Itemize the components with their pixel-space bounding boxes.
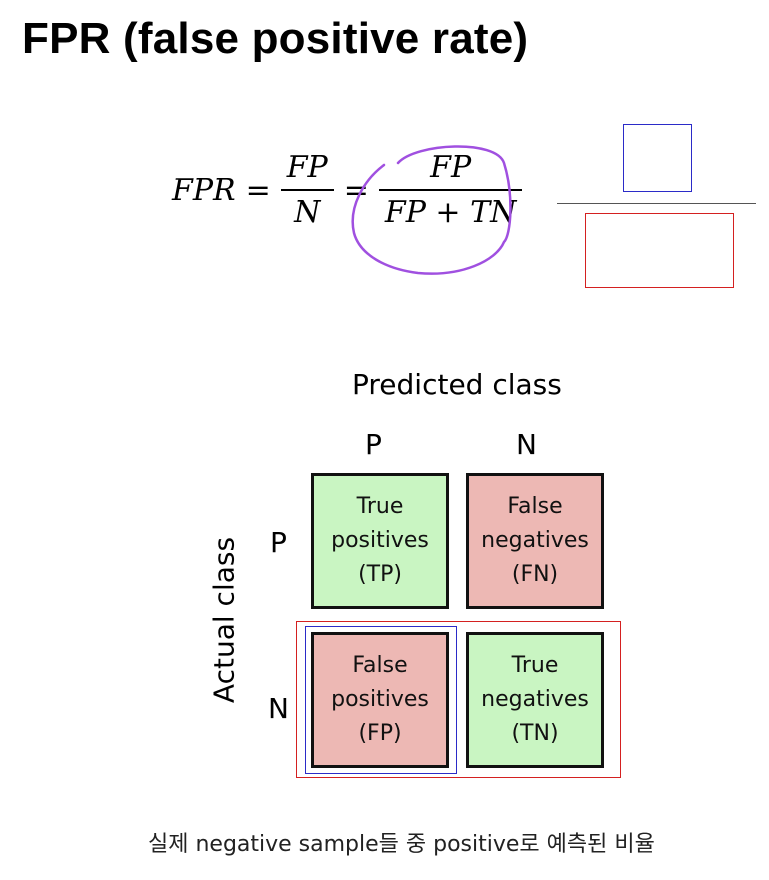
fraction-1-bar [280,189,334,191]
fraction-fp-over-fp-tn: FP FP + TN [378,150,523,230]
caption-text: 실제 negative sample들 중 positive로 예측된 비율 [148,832,655,857]
cell-fp-line-2: positives [331,687,429,712]
column-header-p: P [365,428,382,461]
fraction-1-denominator: N [294,195,321,230]
numerator-blue-box [623,124,692,192]
page-title: FPR (false positive rate) [22,14,529,63]
predicted-class-label: Predicted class [352,368,562,401]
false-positive-blue-highlight [305,626,457,774]
cell-fp-line-1: False [352,653,408,678]
fraction-divider-line [557,203,756,204]
cell-true-positives: True positives (TP) [311,473,449,609]
cell-fn-line-2: negatives [481,528,589,553]
cell-tn-line-3: (TN) [511,721,559,746]
cell-tp-line-1: True [356,494,404,519]
denominator-red-box [585,213,734,288]
cell-tp-line-2: positives [331,528,429,553]
formula-lhs: FPR [172,172,236,208]
column-header-n: N [516,428,537,461]
cell-fp-line-3: (FP) [358,721,402,746]
fraction-1-numerator: FP [286,150,328,185]
actual-class-label: Actual class [207,536,241,704]
cell-fn-line-1: False [507,494,563,519]
cell-false-positives: False positives (FP) [311,632,449,768]
fraction-fp-over-n: FP N [280,150,334,230]
fraction-2-numerator: FP [430,150,472,185]
row-header-p: P [270,526,287,559]
row-header-n: N [268,692,289,725]
cell-true-negatives: True negatives (TN) [466,632,604,768]
negative-row-red-highlight [296,621,621,778]
cell-tn-line-1: True [511,653,559,678]
formula-equals-2: = [343,172,369,208]
cell-fn-line-3: (FN) [511,562,559,587]
cell-false-negatives: False negatives (FN) [466,473,604,609]
cell-tp-line-3: (TP) [358,562,402,587]
fpr-formula: FPR = FP N = FP FP + TN [172,150,523,230]
cell-tn-line-2: negatives [481,687,589,712]
fraction-2-denominator: FP + TN [384,195,517,230]
formula-equals-1: = [245,172,271,208]
